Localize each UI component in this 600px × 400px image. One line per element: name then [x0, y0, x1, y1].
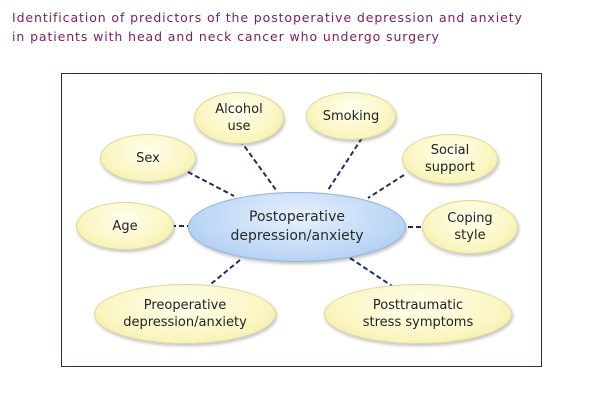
connector-sex [187, 171, 235, 197]
node-center-line-2: depression/anxiety [230, 228, 364, 244]
node-smoking: Smoking [306, 92, 396, 140]
node-alcohol-use: Alcohol use [194, 92, 284, 144]
title-line-1: Identification of predictors of the post… [12, 10, 523, 25]
node-coping-style: Coping style [422, 200, 518, 254]
node-posttraumatic-line-1: Posttraumatic [372, 298, 464, 313]
node-sex: Sex [100, 134, 196, 182]
node-posttraumatic-stress-symptoms: Posttraumatic stress symptoms [324, 284, 512, 344]
node-alcohol-use-line-2: use [227, 119, 251, 134]
node-coping-style-line-1: Coping [447, 211, 493, 226]
connector-alcohol [239, 139, 277, 191]
title-line-2: in patients with head and neck cancer wh… [12, 29, 440, 44]
node-smoking-line-1: Smoking [322, 108, 380, 124]
node-preoperative-line-1: Preoperative [143, 298, 227, 313]
node-preoperative-line-2: depression/anxiety [123, 315, 247, 330]
connector-smoking [327, 137, 363, 191]
connector-preoperative [205, 259, 241, 289]
node-preoperative-depression-anxiety: Preoperative depression/anxiety [94, 284, 276, 344]
node-alcohol-use-line-1: Alcohol [215, 102, 263, 117]
diagram-title: Identification of predictors of the post… [12, 8, 596, 46]
node-social-support-line-2: support [425, 160, 475, 175]
connector-social-support [367, 174, 405, 199]
node-postoperative-depression-anxiety: Postoperative depression/anxiety [188, 192, 406, 262]
node-age: Age [76, 202, 174, 250]
node-sex-line-1: Sex [136, 150, 160, 166]
node-social-support-line-1: Social [430, 143, 470, 158]
node-age-line-1: Age [112, 218, 138, 234]
node-social-support: Social support [402, 134, 498, 184]
node-posttraumatic-line-2: stress symptoms [362, 315, 474, 330]
node-coping-style-line-2: style [454, 228, 486, 243]
node-center-line-1: Postoperative [249, 209, 345, 225]
